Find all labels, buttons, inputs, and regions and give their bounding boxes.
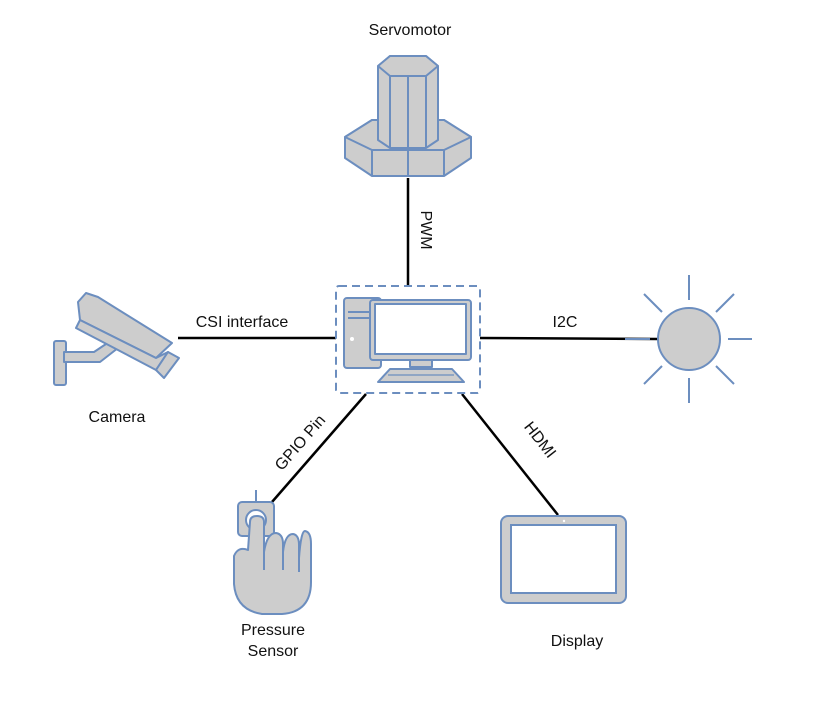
edge-label-gpio: GPIO Pin (272, 412, 329, 474)
computer-icon (343, 297, 472, 383)
camera-icon (53, 292, 180, 386)
edge-label-csi: CSI interface (196, 314, 289, 331)
connections (178, 178, 659, 516)
edge-hdmi (461, 393, 559, 516)
servomotor-icon (344, 55, 472, 177)
edge-label-i2c: I2C (553, 314, 578, 331)
computer-selection-box (335, 285, 481, 394)
node-label-pressure-sensor-line2: Sensor (248, 643, 299, 660)
sun-icon (625, 275, 752, 403)
edge-label-pwm: PWM (417, 210, 434, 249)
node-label-servomotor: Servomotor (369, 22, 452, 39)
computer-node (335, 285, 481, 394)
node-label-camera: Camera (89, 409, 146, 426)
node-label-display: Display (551, 633, 603, 650)
tablet-display-icon (500, 515, 627, 604)
edge-gpio (271, 393, 367, 503)
node-label-pressure-sensor-line1: Pressure (241, 622, 305, 639)
pressure-sensor-icon (233, 490, 312, 615)
edge-label-hdmi: HDMI (520, 419, 559, 462)
